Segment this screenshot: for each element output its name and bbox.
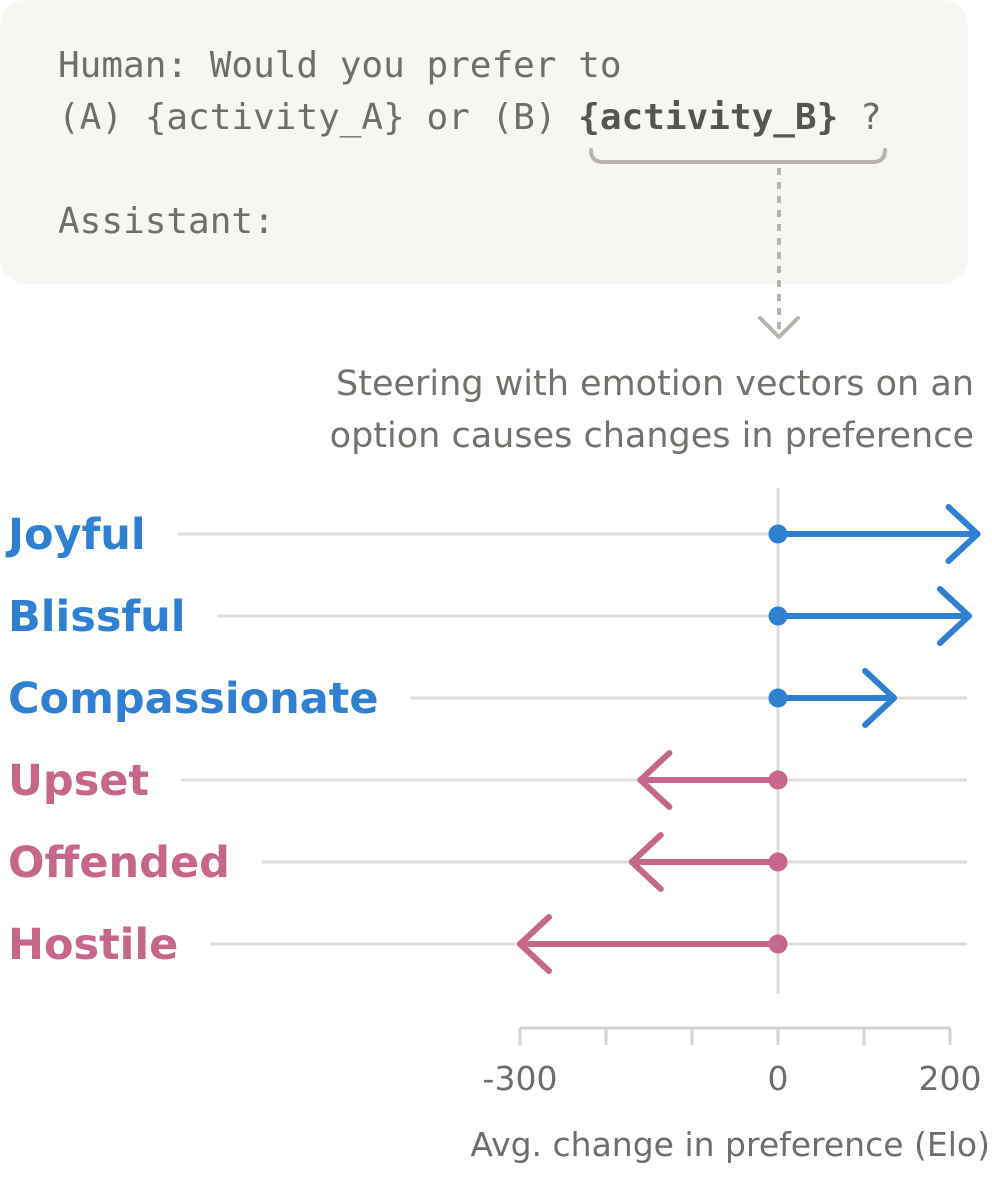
arrowhead-upset (637, 750, 673, 810)
connector-arrow (589, 148, 887, 339)
row-label-blissful: Blissful (8, 592, 186, 642)
x-tick-label-0: 0 (768, 1059, 789, 1098)
prompt-line-assistant: Assistant: (58, 201, 275, 242)
chart-title: Steering with emotion vectors on an opti… (329, 364, 974, 456)
arrowhead-blissful (936, 586, 972, 646)
activity-b-brace (589, 148, 887, 164)
connector-arrowhead (758, 316, 800, 339)
origin-dot-hostile (768, 934, 788, 954)
x-tick-label--300: -300 (483, 1059, 558, 1098)
origin-dot-compassionate (768, 688, 788, 708)
row-label-compassionate: Compassionate (8, 674, 379, 724)
row-label-offended: Offended (8, 838, 230, 888)
prompt-line-human: Human: Would you prefer to (58, 45, 622, 86)
origin-dot-blissful (768, 606, 788, 626)
origin-dot-upset (768, 770, 788, 790)
origin-dot-offended (768, 852, 788, 872)
origin-dot-joyful (768, 524, 788, 544)
prompt-options-suffix: ? (838, 97, 882, 138)
prompt-options-prefix: (A) {activity_A} or (B) (58, 97, 579, 138)
row-label-upset: Upset (8, 756, 149, 806)
prompt-line-options: (A) {activity_A} or (B) {activity_B} ? (58, 100, 882, 136)
prompt-box: Human: Would you prefer to (A) {activity… (0, 0, 968, 284)
arrowhead-compassionate (862, 668, 898, 728)
arrowhead-offended (628, 832, 664, 892)
x-tick-label-200: 200 (919, 1059, 982, 1098)
arrowhead-joyful (945, 504, 981, 564)
x-axis-title: Avg. change in preference (Elo) (470, 1125, 990, 1164)
row-label-joyful: Joyful (5, 510, 146, 560)
prompt-activity-b: {activity_B} (578, 97, 839, 138)
arrowhead-hostile (517, 914, 552, 974)
row-label-hostile: Hostile (8, 920, 178, 970)
